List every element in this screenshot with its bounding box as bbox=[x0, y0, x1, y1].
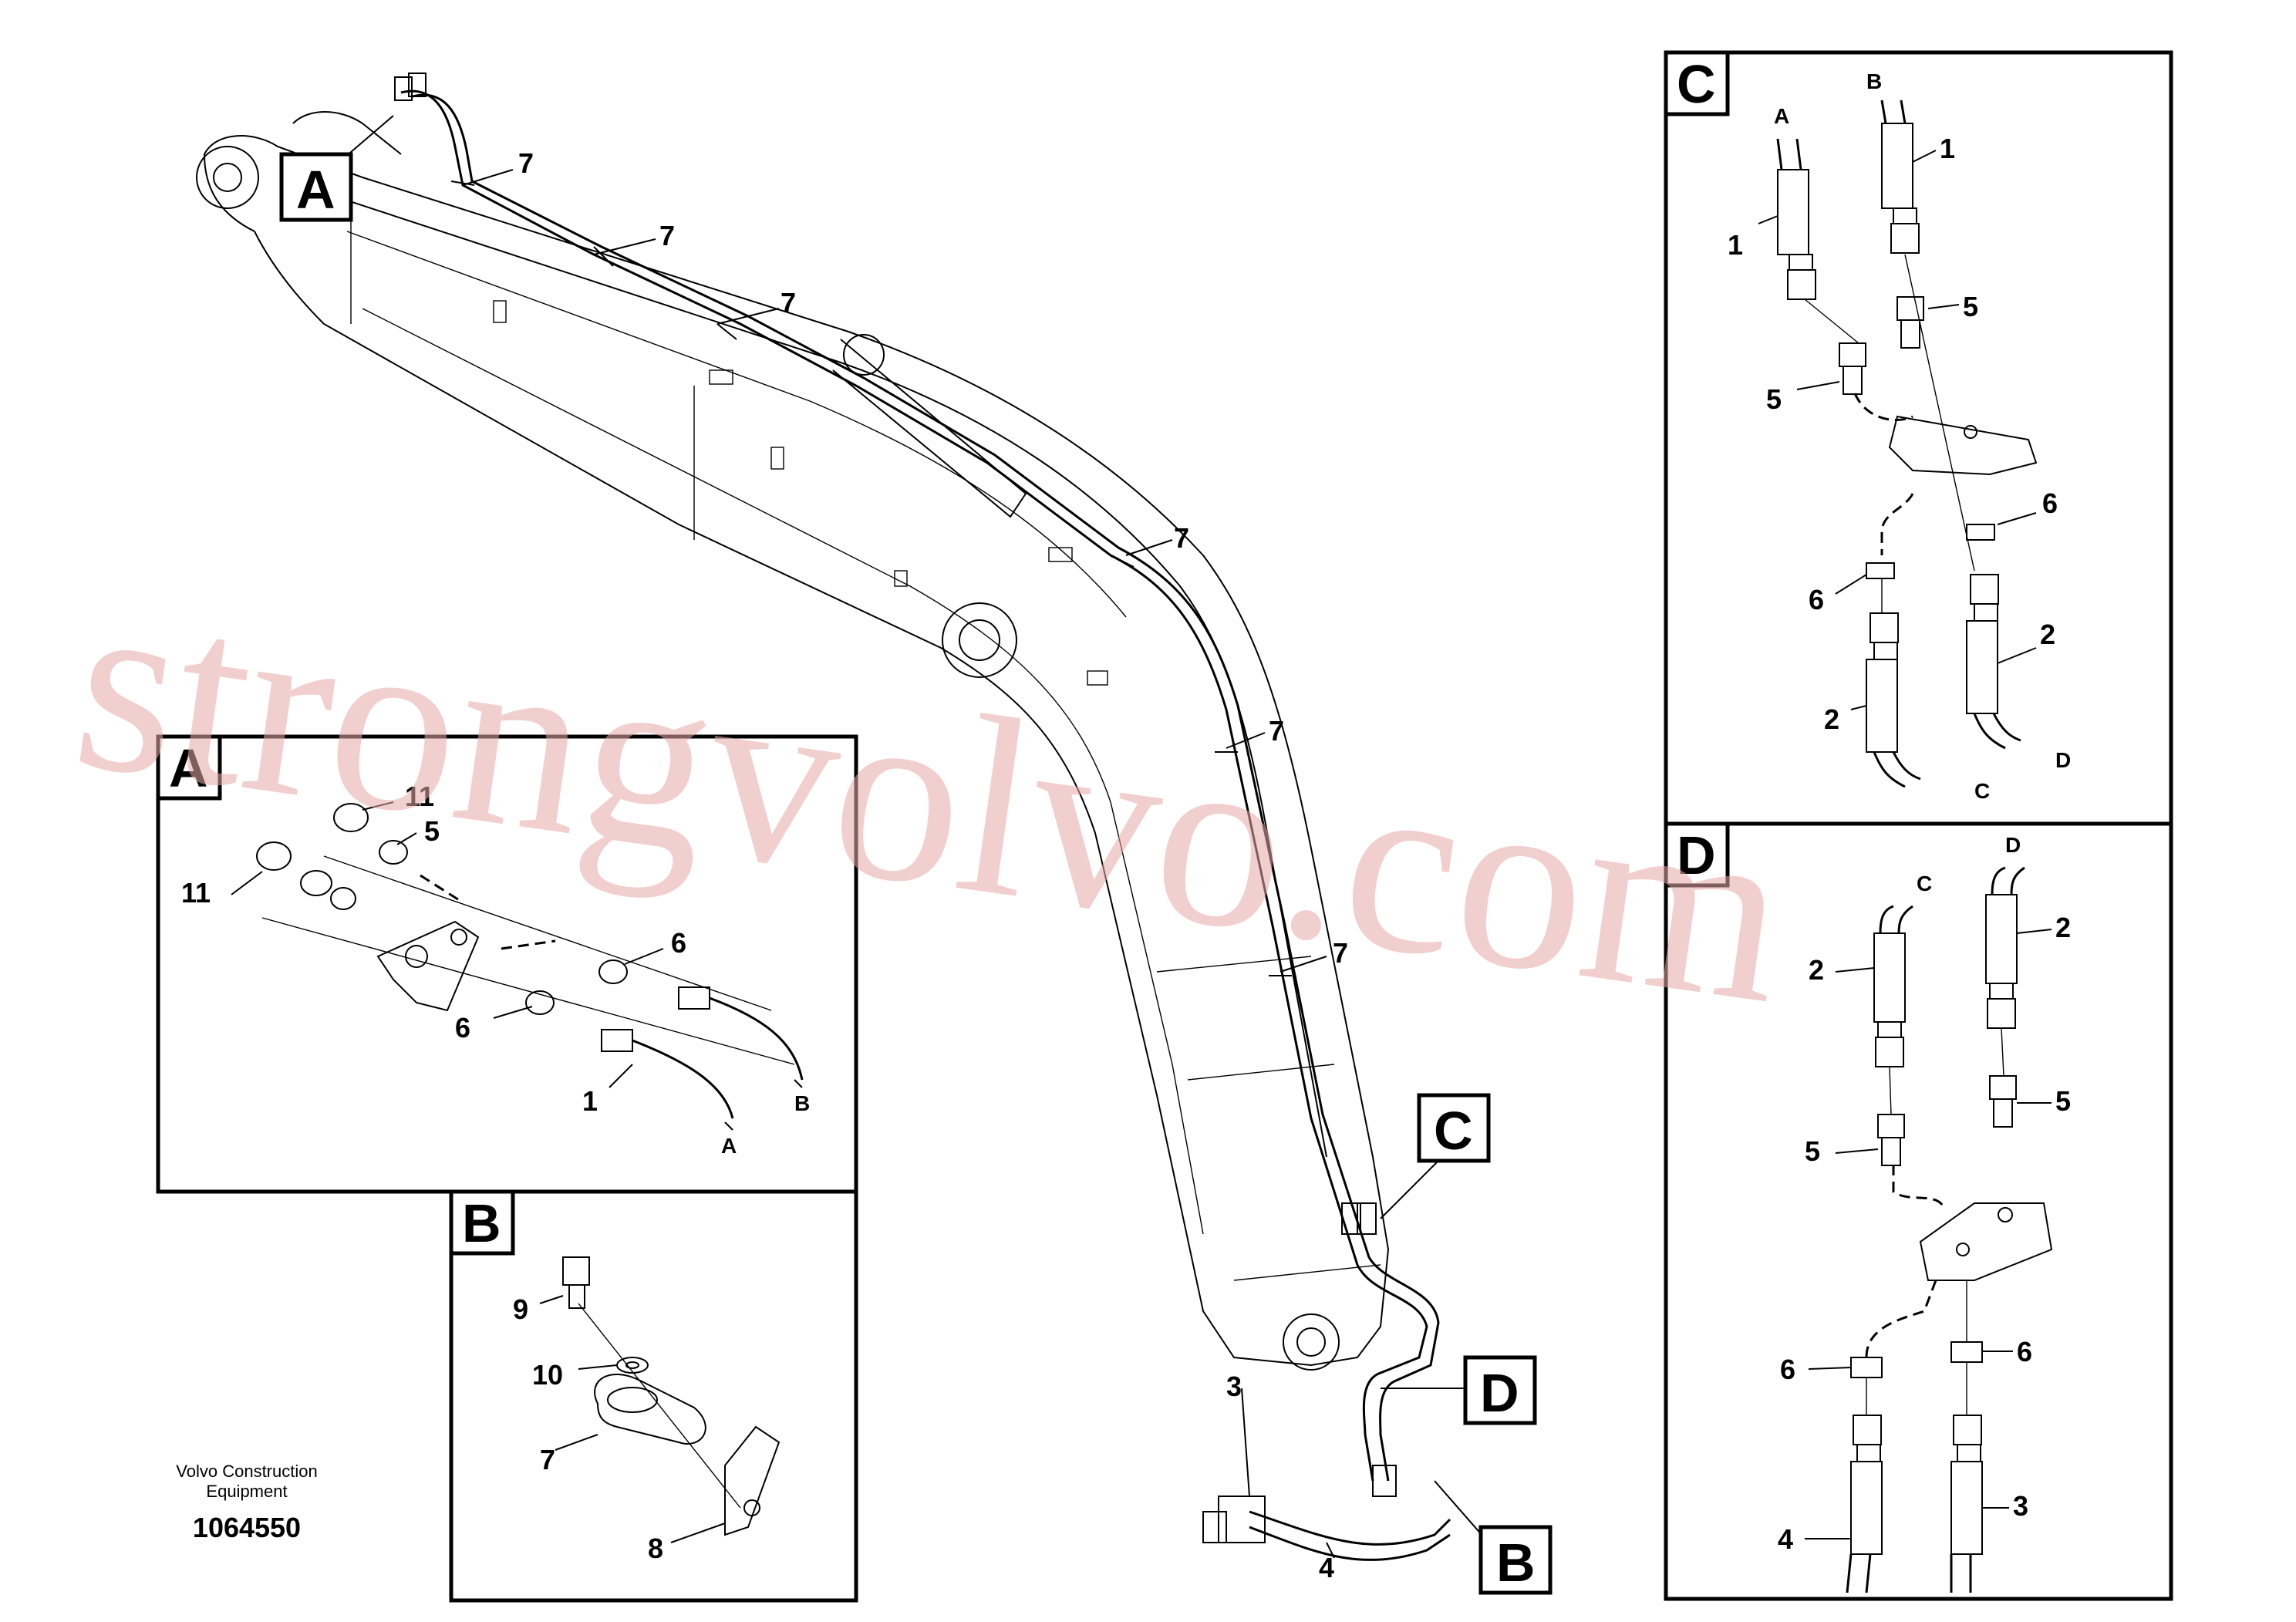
detail-d-label: D bbox=[1677, 825, 1716, 885]
callout-6: 6 bbox=[1809, 584, 1824, 615]
callout-6: 6 bbox=[2042, 487, 2058, 519]
callout-7: 7 bbox=[1174, 522, 1189, 554]
callout-7: 7 bbox=[1333, 937, 1348, 969]
detail-a: A bbox=[156, 734, 858, 1194]
callout-1: 1 bbox=[1940, 133, 1955, 164]
callout-3: 3 bbox=[2013, 1490, 2028, 1522]
detail-a-label: A bbox=[169, 738, 208, 798]
callout-5: 5 bbox=[1963, 291, 1978, 322]
hose-end-a: A bbox=[721, 1134, 737, 1158]
callout-2: 2 bbox=[1824, 703, 1839, 735]
callout-11: 11 bbox=[181, 877, 211, 909]
marker-c-label: C bbox=[1434, 1101, 1473, 1161]
callout-5: 5 bbox=[2055, 1085, 2071, 1117]
callout-7: 7 bbox=[540, 1444, 555, 1475]
boom-illustration bbox=[196, 73, 1489, 1561]
callout-6: 6 bbox=[455, 1012, 470, 1044]
callout-6: 6 bbox=[1780, 1354, 1795, 1385]
detail-c-label: C bbox=[1677, 54, 1716, 114]
callout-4: 4 bbox=[1778, 1523, 1793, 1555]
hose-end-d: D bbox=[2055, 748, 2071, 772]
hose-end-b: B bbox=[794, 1091, 810, 1115]
callout-2: 2 bbox=[1809, 954, 1824, 986]
callout-8: 8 bbox=[648, 1533, 663, 1564]
marker-d[interactable]: D bbox=[1463, 1355, 1537, 1425]
detail-c: C bbox=[1664, 50, 2173, 826]
callout-6: 6 bbox=[671, 927, 686, 959]
callout-2: 2 bbox=[2055, 912, 2071, 943]
detail-b-label: B bbox=[462, 1193, 501, 1253]
company-line-2: Equipment bbox=[206, 1482, 288, 1501]
hose-end-c: C bbox=[1974, 779, 1990, 803]
hose-end-d: D bbox=[2005, 833, 2021, 857]
marker-c[interactable]: C bbox=[1417, 1093, 1491, 1163]
callout-5: 5 bbox=[1805, 1135, 1820, 1167]
company-name: Volvo Construction Equipment bbox=[131, 1462, 362, 1502]
callout-7: 7 bbox=[518, 147, 534, 179]
callout-11: 11 bbox=[405, 781, 434, 812]
callout-2: 2 bbox=[2040, 619, 2055, 650]
hose-end-b: B bbox=[1866, 69, 1882, 93]
callout-3: 3 bbox=[1226, 1371, 1242, 1402]
callout-6: 6 bbox=[2017, 1336, 2032, 1367]
marker-b[interactable]: B bbox=[1478, 1525, 1553, 1595]
detail-b: B bbox=[449, 1189, 858, 1603]
callout-7: 7 bbox=[781, 287, 796, 319]
company-line-1: Volvo Construction bbox=[176, 1462, 318, 1481]
marker-d-label: D bbox=[1480, 1363, 1519, 1423]
watermark: strongvolvo.com bbox=[61, 539, 1801, 1057]
drawing-number: 1064550 bbox=[192, 1512, 302, 1543]
callout-5: 5 bbox=[1766, 383, 1782, 415]
callout-9: 9 bbox=[513, 1293, 528, 1325]
hose-end-a: A bbox=[1774, 104, 1789, 128]
hose-end-c: C bbox=[1917, 872, 1932, 895]
callout-10: 10 bbox=[532, 1359, 563, 1391]
callout-1: 1 bbox=[582, 1085, 598, 1117]
callout-7: 7 bbox=[1269, 715, 1284, 747]
marker-a[interactable]: A bbox=[279, 152, 353, 222]
marker-a-label: A bbox=[296, 160, 335, 220]
callout-7: 7 bbox=[659, 220, 675, 251]
callout-4: 4 bbox=[1319, 1552, 1334, 1583]
callout-5: 5 bbox=[424, 815, 440, 847]
marker-b-label: B bbox=[1496, 1533, 1536, 1593]
detail-d: D bbox=[1664, 821, 2173, 1601]
callout-1: 1 bbox=[1728, 229, 1743, 261]
